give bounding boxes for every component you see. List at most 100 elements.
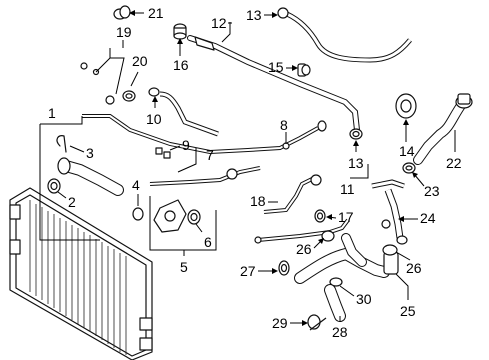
svg-text:1: 1	[48, 105, 56, 121]
callout-19: 19	[116, 24, 132, 48]
clamp-30	[329, 277, 343, 287]
callout-26a: 26	[296, 238, 324, 257]
svg-text:20: 20	[132, 53, 148, 69]
callout-24: 24	[398, 210, 436, 226]
callout-10: 10	[146, 96, 162, 127]
svg-text:13: 13	[348, 155, 364, 171]
hose-10	[148, 87, 219, 137]
hose-12	[187, 7, 412, 140]
o-ring-2	[47, 178, 61, 194]
svg-text:23: 23	[424, 183, 440, 199]
svg-text:28: 28	[332, 324, 348, 340]
callout-16: 16	[173, 38, 189, 73]
clamp-27	[278, 260, 290, 276]
frame-11	[350, 164, 369, 179]
callout-15: 15	[268, 59, 298, 75]
callout-29: 29	[272, 315, 308, 331]
callout-14: 14	[399, 119, 415, 159]
callout-2: 2	[57, 191, 76, 210]
svg-text:30: 30	[356, 291, 372, 307]
svg-text:11: 11	[340, 181, 355, 197]
clamp-26b	[382, 244, 398, 256]
svg-text:17: 17	[338, 209, 354, 225]
clamp-26a	[321, 230, 335, 242]
callout-30: 30	[339, 285, 372, 307]
callout-18: 18	[250, 193, 278, 209]
hose-22	[413, 93, 473, 165]
svg-text:21: 21	[148, 5, 164, 21]
svg-text:27: 27	[240, 263, 256, 279]
callout-11: 11	[340, 181, 355, 197]
callout-3: 3	[69, 145, 94, 161]
svg-text:10: 10	[146, 111, 162, 127]
frame-7	[177, 148, 197, 173]
callout-28: 28	[332, 316, 348, 340]
frame-1	[39, 116, 100, 241]
frame-25	[395, 273, 409, 300]
clamp-16	[173, 23, 187, 40]
svg-text:3: 3	[86, 145, 94, 161]
callout-13b: 13	[348, 140, 364, 171]
o-ring-20	[122, 90, 136, 102]
callout-27: 27	[240, 263, 278, 279]
radiator	[9, 187, 153, 360]
svg-text:7: 7	[206, 147, 214, 163]
svg-text:25: 25	[400, 303, 416, 319]
callout-22: 22	[446, 130, 462, 171]
pipe-8	[82, 114, 327, 186]
bracket-3	[56, 135, 67, 153]
frame-19	[95, 48, 125, 95]
callout-6: 6	[195, 223, 212, 250]
callout-1: 1	[48, 105, 56, 121]
callout-8: 8	[280, 117, 288, 144]
callout-12: 12	[211, 15, 232, 31]
frame-12	[221, 22, 231, 43]
svg-text:15: 15	[268, 59, 284, 75]
hose-18	[263, 174, 322, 214]
callout-4: 4	[132, 177, 140, 206]
svg-text:16: 16	[173, 57, 189, 73]
svg-text:8: 8	[280, 117, 288, 133]
pipe-lower	[254, 218, 350, 244]
svg-text:5: 5	[180, 259, 188, 275]
svg-text:19: 19	[116, 24, 132, 40]
clamp-23	[402, 162, 416, 174]
svg-text:24: 24	[420, 210, 436, 226]
svg-text:29: 29	[272, 315, 288, 331]
pipe-24	[371, 179, 408, 245]
svg-text:6: 6	[204, 234, 212, 250]
hose-25	[294, 233, 399, 284]
hose-1	[57, 157, 124, 196]
svg-text:26: 26	[406, 260, 422, 276]
clamp-4	[132, 207, 144, 221]
svg-text:12: 12	[211, 15, 227, 31]
callout-13a: 13	[246, 7, 278, 23]
clamp-29	[307, 314, 327, 331]
callout-17: 17	[326, 209, 354, 225]
svg-text:26: 26	[296, 241, 312, 257]
svg-text:4: 4	[132, 177, 140, 193]
callout-20: 20	[130, 53, 148, 87]
callout-9: 9	[169, 137, 190, 153]
clip-9	[155, 147, 171, 159]
svg-text:14: 14	[399, 143, 415, 159]
o-ring-17	[314, 209, 326, 223]
clamp-21	[119, 5, 131, 19]
callout-26b: 26	[395, 251, 422, 276]
svg-text:22: 22	[446, 155, 462, 171]
o-ring-6	[187, 209, 201, 225]
callout-21: 21	[129, 5, 164, 21]
frame-5	[149, 196, 217, 251]
clip-15	[297, 63, 311, 77]
svg-text:18: 18	[250, 193, 266, 209]
callout-5: 5	[180, 250, 188, 275]
callout-25: 25	[400, 303, 416, 319]
cap-14	[395, 93, 417, 119]
hose-28	[324, 284, 346, 322]
callout-23: 23	[412, 172, 440, 199]
housing-5	[153, 199, 187, 233]
svg-text:2: 2	[68, 194, 76, 210]
svg-text:13: 13	[246, 7, 262, 23]
svg-text:9: 9	[182, 137, 190, 153]
